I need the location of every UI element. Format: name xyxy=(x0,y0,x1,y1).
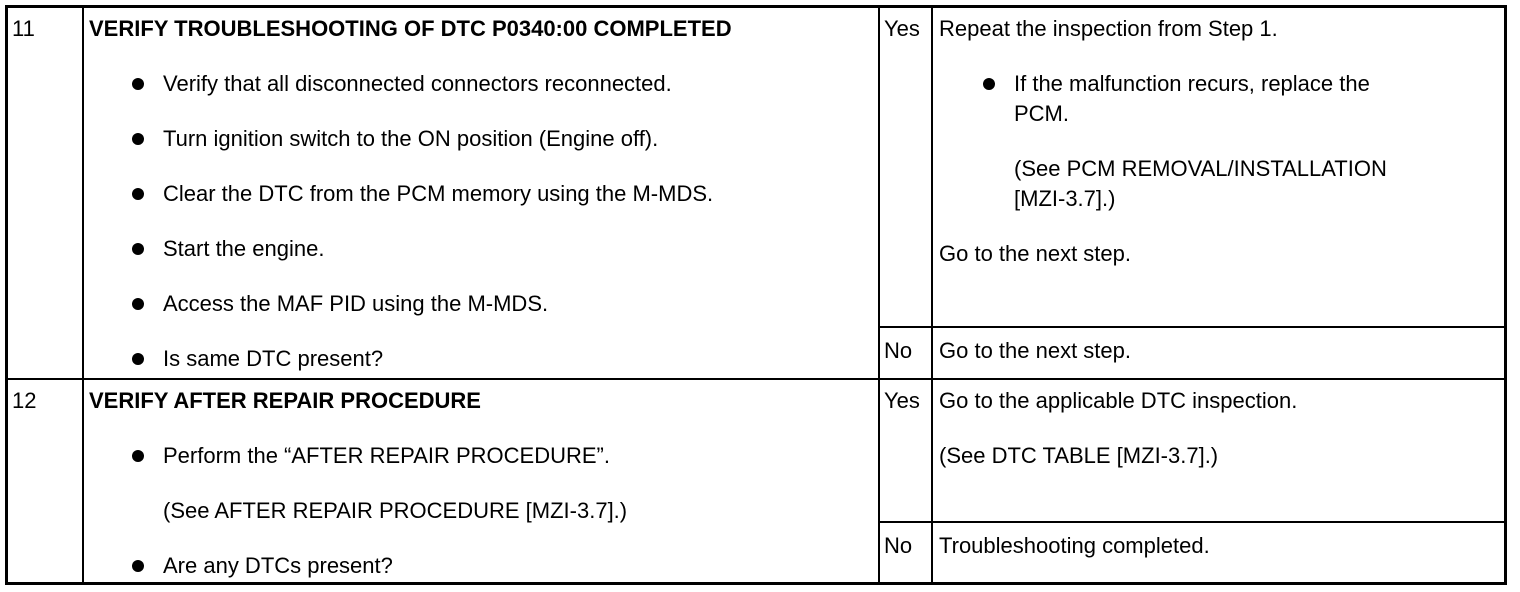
column-divider-step xyxy=(82,5,84,585)
no-result-text: Troubleshooting completed. xyxy=(939,533,1210,558)
action-item: Are any DTCs present? xyxy=(163,553,393,578)
yes-result-text: Repeat the inspection from Step 1. xyxy=(939,16,1278,41)
step-number: 12 xyxy=(12,388,37,413)
troubleshooting-table xyxy=(5,5,1507,585)
bullet-icon xyxy=(132,133,144,145)
action-item: Verify that all disconnected connectors … xyxy=(163,71,672,96)
yes-result-bullet-line: PCM. xyxy=(1014,101,1069,126)
bullet-icon xyxy=(132,298,144,310)
column-divider-result xyxy=(931,5,933,585)
action-item: Access the MAF PID using the M-MDS. xyxy=(163,291,549,316)
yes-result-reference: (See DTC TABLE [MZI-3.7].) xyxy=(939,443,1219,468)
bullet-icon xyxy=(132,78,144,90)
action-item: Turn ignition switch to the ON position … xyxy=(163,126,659,151)
yes-result-reference: [MZI-3.7].) xyxy=(1014,186,1116,211)
row11-yes-no-divider xyxy=(878,326,1507,328)
column-divider-action xyxy=(878,5,880,585)
step-number: 11 xyxy=(12,16,35,41)
yes-label: Yes xyxy=(884,388,920,413)
no-label: No xyxy=(884,533,913,558)
action-reference: (See AFTER REPAIR PROCEDURE [MZI-3.7].) xyxy=(163,498,628,523)
bullet-icon xyxy=(983,78,995,90)
row-divider-11-12 xyxy=(5,378,1507,380)
action-item: Is same DTC present? xyxy=(163,346,384,371)
bullet-icon xyxy=(132,560,144,572)
row12-yes-no-divider xyxy=(878,521,1507,523)
yes-result-next: Go to the next step. xyxy=(939,241,1132,266)
yes-result-reference: (See PCM REMOVAL/INSTALLATION xyxy=(1014,156,1387,181)
step-title: VERIFY TROUBLESHOOTING OF DTC P0340:00 C… xyxy=(89,16,732,41)
no-result-text: Go to the next step. xyxy=(939,338,1132,363)
no-label: No xyxy=(884,338,913,363)
yes-result-bullet-line: If the malfunction recurs, replace the xyxy=(1014,71,1370,96)
bullet-icon xyxy=(132,188,144,200)
bullet-icon xyxy=(132,353,144,365)
action-item: Start the engine. xyxy=(163,236,325,261)
bullet-icon xyxy=(132,243,144,255)
action-item: Perform the “AFTER REPAIR PROCEDURE”. xyxy=(163,443,610,468)
action-item: Clear the DTC from the PCM memory using … xyxy=(163,181,714,206)
step-title: VERIFY AFTER REPAIR PROCEDURE xyxy=(89,388,481,413)
yes-label: Yes xyxy=(884,16,920,41)
yes-result-text: Go to the applicable DTC inspection. xyxy=(939,388,1298,413)
bullet-icon xyxy=(132,450,144,462)
